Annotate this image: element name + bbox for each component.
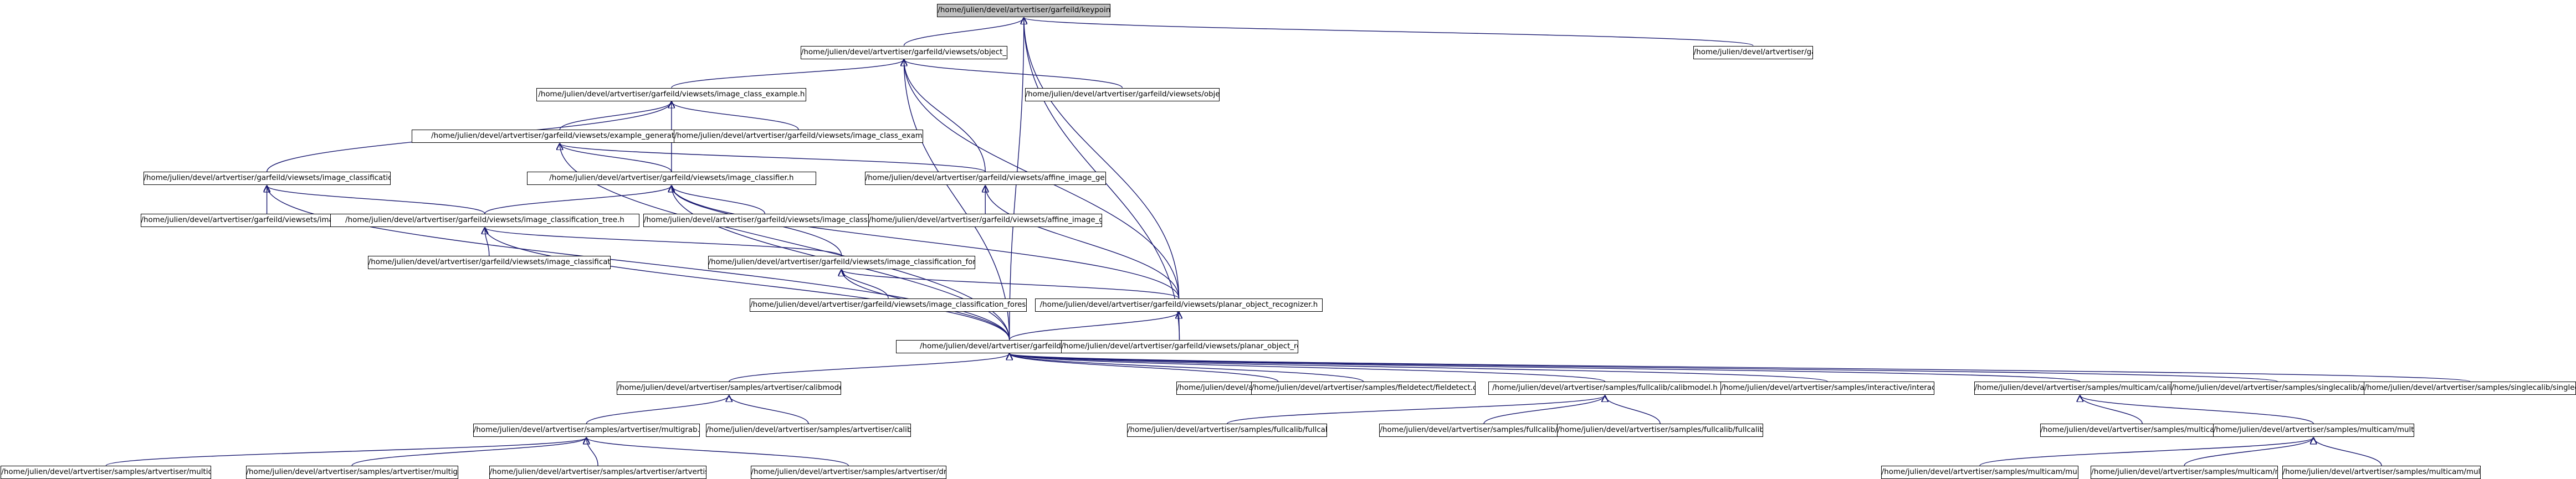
graph-node-fullcalib-calibmodel-cpp[interactable]: /home/julien/devel/artvertiser/samples/f… <box>1379 424 1589 437</box>
graph-node-singlecalib-augment3d-cpp[interactable]: /home/julien/devel/artvertiser/samples/s… <box>2171 382 2384 395</box>
graph-node-image-classification-forest-cpp[interactable]: /home/julien/devel/artvertiser/garfeild/… <box>750 298 1027 312</box>
graph-node-fieldetect-cpp[interactable]: /home/julien/devel/artvertiser/samples/f… <box>1251 382 1476 395</box>
graph-node-object-view-h[interactable]: /home/julien/devel/artvertiser/garfeild/… <box>800 45 1007 59</box>
graph-node-fullcalib-gl-cpp[interactable]: /home/julien/devel/artvertiser/samples/f… <box>1557 424 1764 437</box>
edge-n11-to-n7 <box>267 186 485 214</box>
edge-n8-to-n5 <box>560 143 672 172</box>
edge-n32-to-n23 <box>1605 395 1661 424</box>
edge-n9-to-n1 <box>904 60 986 172</box>
graph-node-singlecalib-cpp[interactable]: /home/julien/devel/artvertiser/samples/s… <box>2364 382 2576 395</box>
edge-n17-to-n8 <box>672 186 1180 298</box>
graph-node-multicam-calibmodel-h[interactable]: /home/julien/devel/artvertiser/samples/m… <box>1974 382 2186 395</box>
edge-n4-to-n1 <box>904 60 1123 89</box>
graph-node-planar-object-recognizer-cpp[interactable]: /home/julien/devel/artvertiser/garfeild/… <box>1061 339 1298 353</box>
graph-node-artvertiser-multigrab-h[interactable]: /home/julien/devel/artvertiser/samples/a… <box>473 424 700 437</box>
graph-node-multicam-multigl-cpp[interactable]: /home/julien/devel/artvertiser/samples/m… <box>2282 465 2481 479</box>
graph-node-image-classification-tree-h[interactable]: /home/julien/devel/artvertiser/garfeild/… <box>330 213 639 227</box>
graph-node-image-class-example-h[interactable]: /home/julien/devel/artvertiser/garfeild/… <box>536 87 807 101</box>
edge-n25-to-n18 <box>1010 354 2081 382</box>
graph-node-image-classification-tree-cpp[interactable]: /home/julien/devel/artvertiser/garfeild/… <box>367 256 611 269</box>
edge-n20-to-n18 <box>729 354 1010 382</box>
edge-n41-to-n34 <box>2313 437 2382 466</box>
graph-node-artvertiser-multicam-cpp[interactable]: /home/julien/devel/artvertiser/samples/a… <box>1 465 212 479</box>
edge-n29-to-n20 <box>729 395 809 424</box>
edge-n17-to-n9 <box>985 186 1180 298</box>
edge-n15-to-n11 <box>485 228 842 256</box>
graph-node-image-classifier-cpp[interactable]: /home/julien/devel/artvertiser/garfeild/… <box>643 213 887 227</box>
edge-n24-to-n18 <box>1010 354 1828 382</box>
graph-node-artvertiser-calibmodel-cpp[interactable]: /home/julien/devel/artvertiser/samples/a… <box>706 424 911 437</box>
graph-node-multicam-multigrab-h[interactable]: /home/julien/devel/artvertiser/samples/m… <box>2213 424 2414 437</box>
edge-n38-to-n28 <box>586 437 849 466</box>
graph-node-multicam-multicam-cpp[interactable]: /home/julien/devel/artvertiser/samples/m… <box>2091 465 2278 479</box>
edge-n18-to-n1 <box>904 60 1010 340</box>
graph-node-object-view-cpp[interactable]: /home/julien/devel/artvertiser/garfeild/… <box>1025 87 1220 101</box>
edge-n35-to-n28 <box>105 437 586 466</box>
edge-n39-to-n34 <box>1979 437 2313 466</box>
edge-n19-to-n17 <box>1179 312 1180 340</box>
edge-n34-to-n25 <box>2080 395 2314 424</box>
edge-n6-to-n3 <box>672 102 799 130</box>
edge-n3-to-n1 <box>671 60 904 89</box>
graph-node-artvertiser-draw-cpp[interactable]: /home/julien/devel/artvertiser/samples/a… <box>750 465 946 479</box>
edge-n9-to-n5 <box>560 143 986 172</box>
graph-node-artvertiser-multigrab-cpp[interactable]: /home/julien/devel/artvertiser/samples/a… <box>245 465 458 479</box>
graph-node-affine-image-generator-h[interactable]: /home/julien/devel/artvertiser/garfeild/… <box>864 172 1106 186</box>
graph-node-image-classifier-h[interactable]: /home/julien/devel/artvertiser/garfeild/… <box>526 172 817 186</box>
edge-n11-to-n8 <box>484 186 672 214</box>
edge-n18-to-n17 <box>1009 312 1179 340</box>
edge-n18-to-n7 <box>267 186 1010 340</box>
graph-node-artvertiser-calibmodel-h[interactable]: /home/julien/devel/artvertiser/samples/a… <box>617 382 842 395</box>
edge-n31-to-n23 <box>1483 395 1605 424</box>
graph-node-image-class-example-cpp[interactable]: /home/julien/devel/artvertiser/garfeild/… <box>674 130 923 143</box>
graph-node-example-generator-h[interactable]: /home/julien/devel/artvertiser/garfeild/… <box>411 130 708 143</box>
graph-node-fullcalib-calibmodel-h[interactable]: /home/julien/devel/artvertiser/samples/f… <box>1488 382 1722 395</box>
edge-n17-to-n15 <box>842 270 1180 299</box>
graph-node-yape-h[interactable]: /home/julien/devel/artvertiser/garfeild/… <box>937 3 1111 17</box>
graph-node-affine-image-generator-cpp[interactable]: /home/julien/devel/artvertiser/garfeild/… <box>868 213 1103 227</box>
graph-node-interactive-cpp[interactable]: /home/julien/devel/artvertiser/samples/i… <box>1720 382 1934 395</box>
edge-n14-to-n11 <box>485 228 490 256</box>
edge-n2-to-n0 <box>1024 18 1754 47</box>
edge-n17-to-n0 <box>1024 18 1180 298</box>
graph-node-yape-cpp[interactable]: /home/julien/devel/artvertiser/garfeild/… <box>1693 45 1813 59</box>
edge-n27-to-n18 <box>1010 354 2471 382</box>
edge-n1-to-n0 <box>903 18 1023 46</box>
edge-n30-to-n23 <box>1227 395 1605 424</box>
graph-node-image-classification-forest-h[interactable]: /home/julien/devel/artvertiser/garfeild/… <box>708 256 975 269</box>
edge-n12-to-n8 <box>672 186 765 214</box>
edge-n36-to-n28 <box>351 437 586 466</box>
edge-n18-to-n11 <box>485 228 1010 340</box>
graph-node-artvertiser-cpp[interactable]: /home/julien/devel/artvertiser/samples/a… <box>489 465 707 479</box>
edge-n28-to-n20 <box>586 395 729 424</box>
graph-node-planar-object-recognizer-h[interactable]: /home/julien/devel/artvertiser/garfeild/… <box>1035 298 1323 312</box>
graph-node-multicam-calibmodel-cpp[interactable]: /home/julien/devel/artvertiser/samples/m… <box>2040 424 2245 437</box>
graph-node-fullcalib-cpp[interactable]: /home/julien/devel/artvertiser/samples/f… <box>1126 424 1328 437</box>
edge-n22-to-n18 <box>1010 354 1364 382</box>
graph-node-multicam-multigrab-cpp[interactable]: /home/julien/devel/artvertiser/samples/m… <box>1881 465 2079 479</box>
edge-n5-to-n3 <box>559 102 672 130</box>
edge-n21-to-n18 <box>1010 354 1279 382</box>
edge-n26-to-n18 <box>1010 354 2278 382</box>
graph-node-image-classification-node-h[interactable]: /home/julien/devel/artvertiser/garfeild/… <box>143 172 391 186</box>
edge-n40-to-n34 <box>2184 437 2313 466</box>
edge-n23-to-n18 <box>1010 354 1606 382</box>
